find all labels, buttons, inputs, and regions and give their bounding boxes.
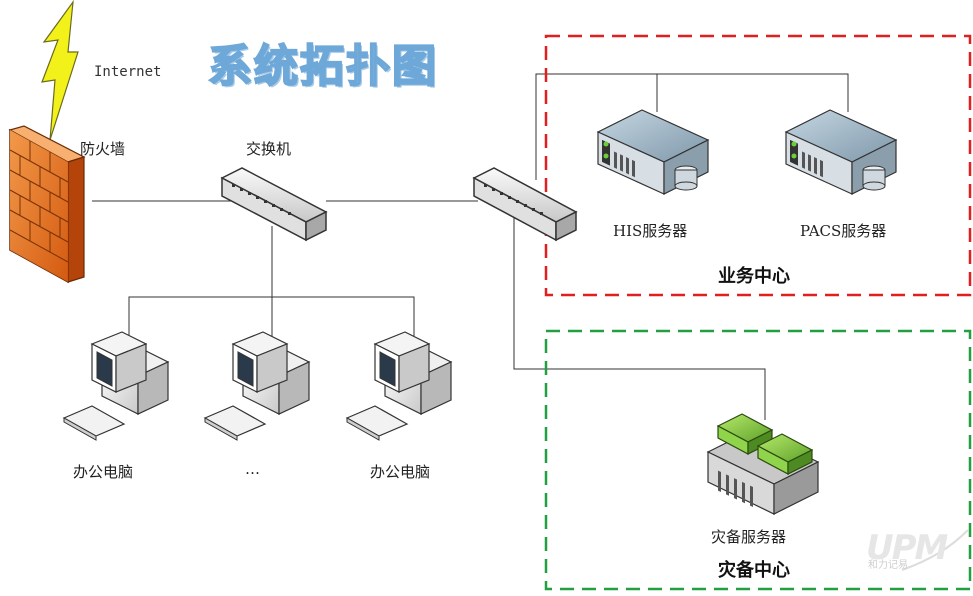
workstation-left-icon bbox=[62, 331, 170, 441]
watermark-logo: UPM bbox=[866, 528, 948, 568]
his-server-label: HIS服务器 bbox=[613, 222, 688, 240]
internet-lightning-icon bbox=[41, 0, 79, 141]
dr-server-label: 灾备服务器 bbox=[711, 528, 787, 546]
watermark-swoosh bbox=[901, 529, 969, 571]
switch-label: 交换机 bbox=[246, 140, 292, 158]
workstation-middle-icon bbox=[203, 331, 311, 441]
business-center-zone bbox=[544, 34, 972, 297]
firewall-icon bbox=[8, 125, 86, 284]
his-server-icon bbox=[596, 109, 710, 195]
dr-center-zone bbox=[544, 329, 972, 591]
switch-2-icon bbox=[472, 167, 578, 242]
pacs-server-icon bbox=[784, 109, 898, 195]
business-center-label: 业务中心 bbox=[718, 266, 790, 287]
firewall-label: 防火墙 bbox=[80, 140, 126, 158]
pacs-server-label: PACS服务器 bbox=[800, 222, 887, 240]
workstation-middle-label: … bbox=[245, 460, 260, 478]
dr-center-label: 灾备中心 bbox=[718, 560, 790, 581]
line-dr bbox=[513, 218, 766, 420]
workstation-left-label: 办公电脑 bbox=[73, 463, 134, 481]
connection-lines bbox=[92, 73, 849, 420]
workstation-right-icon bbox=[345, 331, 453, 441]
internet-label: Internet bbox=[94, 64, 162, 80]
watermark-text: 和力记易 bbox=[868, 560, 908, 571]
diagram-title: 系统拓扑图 bbox=[207, 40, 438, 93]
workstation-right-label: 办公电脑 bbox=[370, 463, 431, 481]
line-business-bus bbox=[535, 73, 849, 180]
switch-icon bbox=[220, 167, 328, 242]
dr-server-icon bbox=[706, 413, 820, 515]
